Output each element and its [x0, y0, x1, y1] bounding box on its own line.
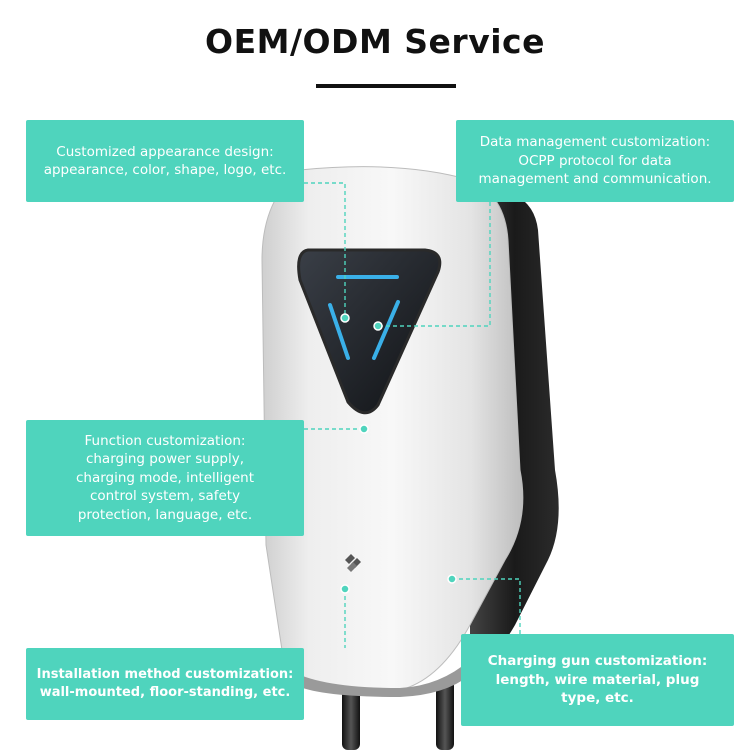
callout-gun-line-2: type, etc. [561, 690, 634, 707]
callout-function-line-4: protection, language, etc. [77, 506, 253, 523]
callout-data-line-2: management and communication. [478, 171, 712, 188]
callout-installation: Installation method customization: wall-… [26, 648, 304, 720]
anchor-dot-installation [340, 584, 350, 594]
callout-appearance-title: Customized appearance design: [56, 143, 274, 160]
callout-function-title: Function customization: [84, 432, 246, 449]
display-panel [297, 248, 442, 415]
title-underline [316, 84, 456, 88]
callout-installation-line: wall-mounted, floor-standing, etc. [39, 685, 291, 700]
anchor-dot-function [359, 424, 369, 434]
callout-charging-gun: Charging gun customization: length, wire… [461, 634, 734, 726]
anchor-dot-gun [447, 574, 457, 584]
callout-data-line-1: OCPP protocol for data [518, 152, 672, 169]
page-title: OEM/ODM Service [205, 22, 545, 61]
callout-function-line-3: control system, safety [89, 488, 241, 505]
nfc-icon [345, 554, 361, 572]
callout-appearance: Customized appearance design: appearance… [26, 120, 304, 202]
anchor-dot-appearance [340, 313, 350, 323]
callout-gun-line-1: length, wire material, plug [495, 671, 700, 688]
led-indicator-icon [328, 275, 400, 360]
charging-cables [342, 680, 454, 750]
callout-function: Function customization: charging power s… [26, 420, 304, 536]
callout-data-title: Data management customization: [479, 134, 711, 151]
callout-function-line-1: charging power supply, [85, 451, 245, 468]
callout-appearance-line: appearance, color, shape, logo, etc. [43, 162, 287, 178]
anchor-dot-data [373, 321, 383, 331]
callout-installation-title: Installation method customization: [36, 666, 294, 682]
callout-data-management: Data management customization: OCPP prot… [456, 120, 734, 202]
callout-leaders [304, 182, 521, 648]
callout-function-line-2: charging mode, intelligent [75, 469, 255, 486]
callout-gun-title: Charging gun customization: [487, 653, 708, 670]
